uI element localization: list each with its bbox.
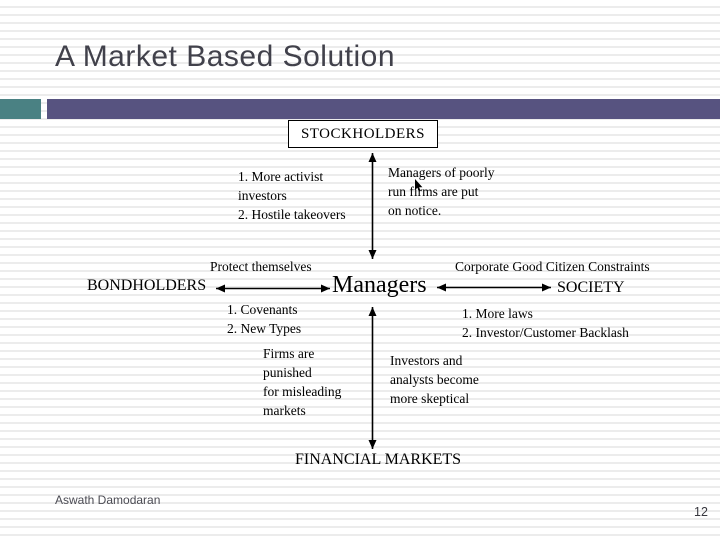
stockholder-pressure-text: 1. More activist investors 2. Hostile ta… xyxy=(238,169,346,222)
accent-bar-teal xyxy=(0,99,41,119)
mouse-cursor-icon xyxy=(415,179,423,192)
managers-label: Managers xyxy=(332,272,427,298)
bondholders-label: BONDHOLDERS xyxy=(87,277,207,294)
firms-punished-text: Firms are punished for misleading market… xyxy=(263,346,342,418)
investors-skeptical-text: Investors and analysts become more skept… xyxy=(390,353,479,406)
stockholders-box: STOCKHOLDERS xyxy=(288,120,438,148)
page-number: 12 xyxy=(694,505,708,519)
society-label: SOCIETY xyxy=(557,279,625,296)
stockholders-label: STOCKHOLDERS xyxy=(300,125,426,142)
bondholder-tools-text: 1. Covenants 2. New Types xyxy=(227,302,302,336)
page-title: A Market Based Solution xyxy=(55,40,396,73)
protect-themselves-label: Protect themselves xyxy=(210,259,312,274)
accent-bar-purple xyxy=(47,99,720,119)
financial-markets-label: FINANCIAL MARKETS xyxy=(295,451,462,468)
society-tools-text: 1. More laws 2. Investor/Customer Backla… xyxy=(462,306,629,340)
corporate-constraints-label: Corporate Good Citizen Constraints xyxy=(455,259,650,274)
footer-author: Aswath Damodaran xyxy=(55,493,161,507)
managers-notice-text: Managers of poorly run firms are put on … xyxy=(388,165,495,218)
